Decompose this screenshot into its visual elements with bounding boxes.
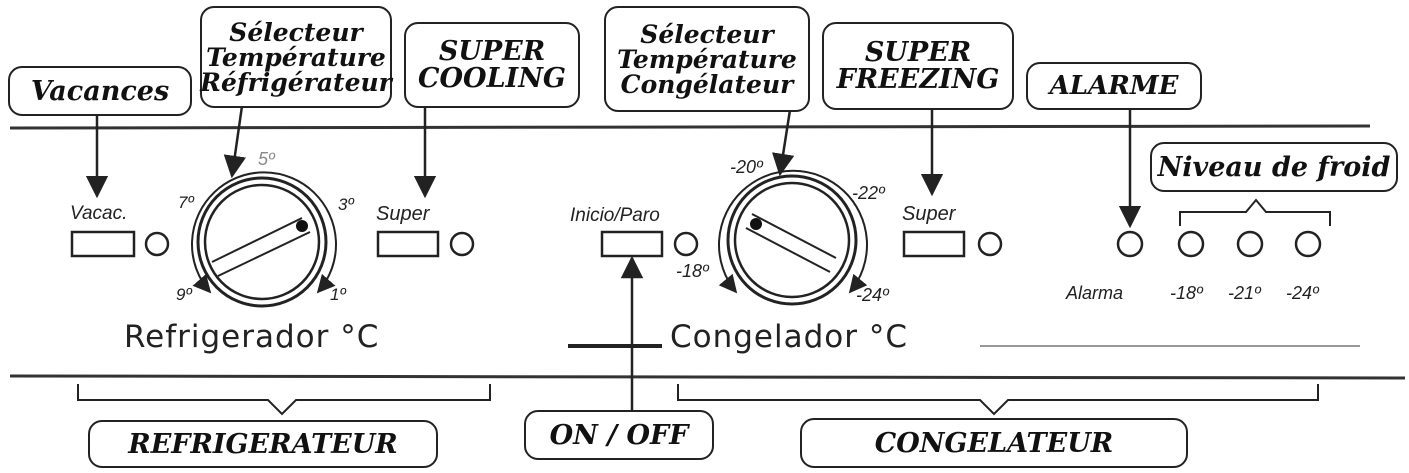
on-off-button[interactable] xyxy=(600,230,664,258)
inicio-paro-label: Inicio/Paro xyxy=(570,205,660,226)
vacac-label: Vacac. xyxy=(70,203,128,224)
on-off-text: ON / OFF xyxy=(549,419,689,451)
cold-level-led-3 xyxy=(1294,230,1322,258)
fridge-dial-indicator xyxy=(296,220,308,232)
fridge-dial-range-arc xyxy=(191,171,337,294)
congelateur-callout: CONGELATEUR xyxy=(800,418,1188,468)
on-off-led xyxy=(673,231,699,257)
freezer-dial-range-arc xyxy=(718,169,868,294)
super-left-label: Super xyxy=(376,203,430,225)
selecteur-cong-line-2: Température xyxy=(617,44,797,74)
selecteur-cong-line-3: Congélateur xyxy=(620,69,794,99)
super-cooling-callout: SUPER COOLING xyxy=(404,22,580,108)
super-freezing-led xyxy=(977,231,1003,257)
freezer-temperature-dial[interactable] xyxy=(718,169,868,306)
fridge-mark-7: 7º xyxy=(178,193,194,212)
super-cooling-line-1: SUPER xyxy=(438,36,546,67)
selecteur-congelateur-callout: Sélecteur Température Congélateur xyxy=(604,6,810,112)
refrigerateur-brace xyxy=(77,384,491,416)
selecteur-ref-line-3: Réfrigérateur xyxy=(200,67,392,97)
refrigerateur-text: REFRIGERATEUR xyxy=(128,428,398,460)
freezer-mark-18: -18º xyxy=(676,261,709,281)
fridge-temperature-dial[interactable] xyxy=(191,171,337,308)
selecteur-ref-line-1: Sélecteur xyxy=(229,17,363,47)
refrigerador-title: Refrigerador °C xyxy=(124,319,380,355)
cold-level-label-3: -24º xyxy=(1286,283,1319,303)
super-cooling-button[interactable] xyxy=(376,230,440,258)
congelador-title: Congelador °C xyxy=(670,319,909,355)
vacac-button[interactable] xyxy=(70,230,136,258)
super-freezing-line-2: FREEZING xyxy=(836,64,1000,95)
fridge-dial-arrow xyxy=(223,105,247,179)
fridge-mark-5: 5º xyxy=(258,149,275,169)
fridge-mark-9: 9º xyxy=(176,285,192,304)
niveau-brace xyxy=(1179,198,1331,226)
refrigerateur-callout: REFRIGERATEUR xyxy=(88,420,438,468)
fridge-mark-1: 1º xyxy=(330,285,346,304)
super-freezing-line-1: SUPER xyxy=(864,37,972,68)
cold-level-led-1 xyxy=(1177,230,1205,258)
congelateur-brace xyxy=(677,384,1319,416)
super-freezing-button[interactable] xyxy=(902,230,966,258)
super-right-label: Super xyxy=(902,203,956,225)
niveau-de-froid-text: Niveau de froid xyxy=(1157,151,1391,183)
panel-bottom-line xyxy=(9,374,1406,380)
freezer-dial-indicator xyxy=(750,218,762,230)
vacances-callout-text: Vacances xyxy=(30,75,170,107)
super-cooling-led xyxy=(449,231,475,257)
on-off-callout: ON / OFF xyxy=(524,410,714,460)
selecteur-ref-line-2: Température xyxy=(206,42,386,72)
selecteur-cong-line-1: Sélecteur xyxy=(640,19,774,49)
freezer-mark-24: -24º xyxy=(856,285,889,305)
alarma-label: Alarma xyxy=(1066,283,1124,303)
fridge-mark-3: 3º xyxy=(338,195,354,214)
freezer-dial-arrow xyxy=(772,109,795,177)
vacances-callout: Vacances xyxy=(8,66,192,116)
super-cooling-line-2: COOLING xyxy=(418,63,566,94)
selecteur-refrigerateur-callout: Sélecteur Température Réfrigérateur xyxy=(200,6,392,108)
super-freezing-callout: SUPER FREEZING xyxy=(822,22,1014,110)
panel-top-line xyxy=(9,124,1371,130)
freezer-mark-22: -22º xyxy=(852,183,885,203)
freezer-mark-20: -20º xyxy=(730,157,763,177)
alarme-callout: ALARME xyxy=(1026,62,1202,110)
cold-level-label-2: -21º xyxy=(1228,283,1261,303)
vacac-led xyxy=(144,231,170,257)
alarm-led xyxy=(1116,230,1144,258)
cold-level-led-2 xyxy=(1236,230,1264,258)
congelateur-text: CONGELATEUR xyxy=(874,427,1114,459)
alarme-callout-text: ALARME xyxy=(1049,71,1179,101)
niveau-de-froid-callout: Niveau de froid xyxy=(1150,142,1398,192)
cold-level-label-1: -18º xyxy=(1170,283,1203,303)
